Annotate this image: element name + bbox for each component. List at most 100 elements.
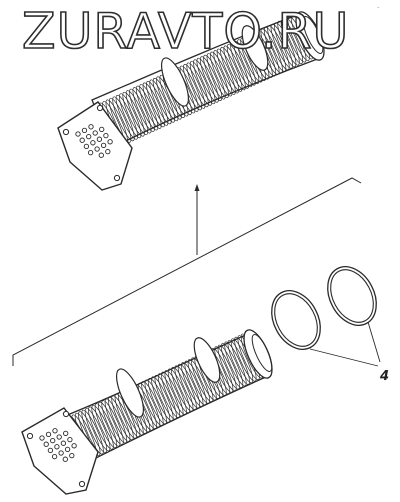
tube-hole bbox=[45, 431, 52, 438]
cooling-fin bbox=[146, 81, 169, 126]
cooling-fin bbox=[151, 376, 174, 422]
upper-tube-holes bbox=[75, 124, 113, 158]
cooling-fin bbox=[216, 48, 240, 94]
tube-hole bbox=[43, 441, 49, 447]
tube-hole bbox=[62, 456, 68, 462]
tube-hole bbox=[63, 430, 69, 437]
tube-hole bbox=[99, 126, 105, 133]
cooling-fin bbox=[277, 20, 300, 66]
cooling-fin bbox=[171, 366, 194, 412]
cooling-fin bbox=[154, 374, 177, 420]
cooling-fin bbox=[224, 341, 247, 387]
tube-hole bbox=[90, 140, 96, 146]
cooling-fin bbox=[230, 42, 253, 88]
cooling-fin bbox=[181, 362, 204, 407]
lower-end-plate bbox=[21, 407, 99, 495]
cooling-fin bbox=[280, 19, 304, 65]
cooling-fin bbox=[141, 381, 164, 426]
tube-hole bbox=[54, 444, 60, 450]
cooling-fin bbox=[156, 76, 179, 122]
tube-hole bbox=[86, 133, 92, 140]
cooling-fin bbox=[149, 79, 172, 125]
cooling-fin bbox=[88, 406, 111, 452]
tube-hole bbox=[107, 139, 113, 145]
cooling-fin bbox=[114, 393, 137, 439]
tube-hole bbox=[100, 142, 107, 149]
lower-tube-holes bbox=[39, 428, 77, 462]
tube-hole bbox=[103, 132, 109, 139]
tube-hole bbox=[69, 452, 75, 459]
cooling-fin bbox=[191, 357, 214, 403]
cooling-fin bbox=[214, 346, 237, 392]
cooling-fin bbox=[186, 62, 209, 108]
cooling-fin bbox=[119, 93, 142, 139]
cooling-fin bbox=[267, 25, 290, 71]
cooling-fin bbox=[122, 91, 145, 137]
cooling-fin bbox=[260, 28, 283, 74]
callout-leaders bbox=[309, 321, 381, 367]
cooling-fin bbox=[135, 85, 159, 131]
cooling-fin bbox=[84, 408, 108, 453]
lower-cooler-core bbox=[21, 329, 273, 495]
tube-hole bbox=[64, 446, 71, 453]
tube-hole bbox=[94, 146, 100, 152]
lower-core-body bbox=[59, 329, 273, 467]
tube-hole bbox=[83, 143, 90, 150]
cooling-fin bbox=[193, 59, 216, 105]
exploded-view-bracket bbox=[12, 177, 362, 366]
cooling-fin bbox=[161, 371, 184, 417]
cooling-fin bbox=[217, 344, 240, 390]
cooling-fin bbox=[226, 43, 250, 89]
tube-hole bbox=[67, 436, 73, 443]
cooling-fin bbox=[233, 40, 256, 86]
cooling-fin bbox=[223, 45, 246, 91]
cooling-fin bbox=[227, 339, 250, 385]
tube-hole bbox=[51, 453, 58, 460]
cooling-fin bbox=[167, 368, 191, 414]
tube-hole bbox=[47, 447, 54, 454]
tube-hole bbox=[79, 137, 85, 143]
cooling-fin bbox=[213, 50, 236, 95]
tube-hole bbox=[88, 124, 94, 130]
sealing-ring-right bbox=[327, 266, 377, 326]
cooling-fin bbox=[164, 370, 187, 415]
cooling-fin bbox=[203, 54, 226, 100]
tube-hole bbox=[39, 435, 45, 441]
cooling-fin bbox=[108, 97, 132, 143]
cooling-fin bbox=[157, 373, 181, 418]
cooling-fin bbox=[187, 358, 210, 404]
upper-cooler-core bbox=[57, 11, 325, 191]
cooling-fin bbox=[196, 57, 219, 103]
corner-mark: – bbox=[377, 5, 380, 11]
cooling-fin bbox=[206, 53, 229, 98]
sealing-ring-left bbox=[271, 290, 321, 350]
tube-hole bbox=[96, 136, 103, 142]
cooling-fin bbox=[220, 47, 243, 92]
cooling-fin bbox=[142, 82, 165, 128]
cooling-fin bbox=[184, 360, 207, 406]
cooling-fin bbox=[81, 409, 104, 455]
cooling-fin bbox=[94, 403, 118, 449]
tube-hole bbox=[50, 437, 56, 444]
cooling-fin bbox=[91, 404, 114, 450]
upper-core-body bbox=[91, 11, 325, 149]
tube-hole bbox=[87, 149, 94, 156]
cooling-fin bbox=[112, 96, 135, 142]
cooling-fin bbox=[125, 90, 149, 136]
tube-hole bbox=[105, 148, 111, 155]
cooling-fin bbox=[230, 338, 254, 384]
tube-hole bbox=[60, 440, 67, 446]
cooling-fin bbox=[101, 400, 124, 445]
cooling-fin bbox=[108, 397, 131, 442]
cooling-fin bbox=[98, 401, 121, 447]
cooling-fin bbox=[129, 88, 152, 134]
watermark-text: ZURAVTO.RU bbox=[22, 3, 349, 60]
tube-hole bbox=[58, 450, 64, 456]
cooling-fin bbox=[137, 382, 161, 428]
callout-number-4: 4 bbox=[379, 369, 389, 384]
cooling-fin bbox=[210, 51, 233, 97]
cooling-fin bbox=[115, 94, 138, 140]
cooling-fin bbox=[144, 379, 167, 425]
tube-hole bbox=[81, 127, 88, 134]
